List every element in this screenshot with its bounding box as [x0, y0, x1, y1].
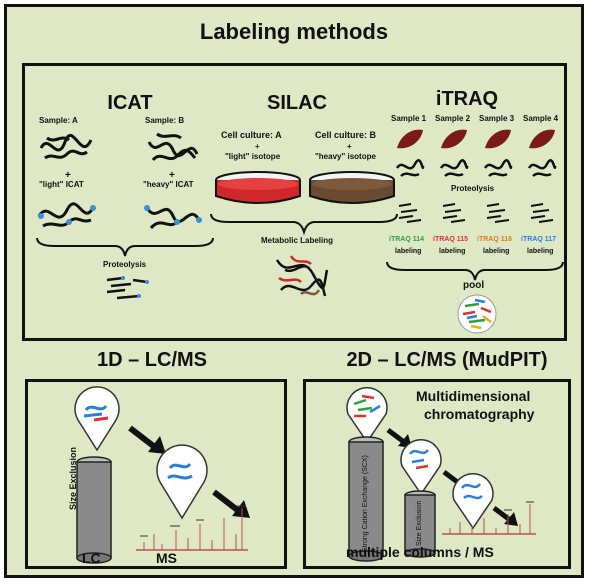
lc2d-title: 2D – LC/MS (MudPIT): [346, 349, 548, 371]
icat-plus-b: +: [169, 170, 175, 181]
itraq-labeling-3: labeling: [483, 248, 510, 255]
itraq-sample-1: Sample 1: [391, 114, 427, 123]
lc1d-ms-spectrum: [136, 505, 248, 551]
itraq-tag-115: iTRAQ 115: [433, 236, 469, 243]
icat-brace: [36, 237, 214, 257]
itraq-proteins-2: [439, 159, 469, 177]
silac-culture-a: Cell culture: A: [221, 130, 282, 140]
itraq-sample-2: Sample 2: [435, 114, 471, 123]
icat-protein-a: [39, 133, 93, 160]
lc2d-heading-line2: chromatography: [424, 406, 535, 422]
lc1d-arrow-2: [212, 489, 250, 518]
silac-dish-light: [215, 171, 301, 204]
itraq-pooled-peptides: [457, 294, 497, 334]
lc2d-pin-bubble-2: [400, 439, 442, 496]
lc2d-column-scx: [348, 436, 384, 562]
icat-sample-b: Sample: B: [145, 116, 185, 125]
icat-heavy-label: "heavy" ICAT: [143, 180, 194, 189]
icat-protein-b: [147, 132, 199, 162]
itraq-labeling-2: labeling: [439, 248, 466, 255]
itraq-peptides-4: [530, 203, 554, 223]
icat-sample-a: Sample: A: [39, 116, 78, 125]
silac-title: SILAC: [267, 92, 327, 114]
lc1d-arrow-1: [128, 425, 166, 454]
icat-labeled-protein-a: [37, 202, 96, 228]
lc1d-ms-label: MS: [156, 550, 177, 566]
silac-brace: [210, 213, 398, 236]
itraq-peptides-1: [398, 203, 422, 223]
lc1d-pin-bubble: [74, 386, 120, 452]
silac-metabolic-label: Metabolic Labeling: [261, 236, 334, 245]
silac-mixed-proteins: [275, 255, 329, 297]
itraq-sample-4: Sample 4: [523, 114, 559, 123]
itraq-tissue-4: [529, 129, 555, 149]
icat-proteolysis-label: Proteolysis: [103, 260, 147, 269]
silac-plus-b: +: [347, 142, 352, 151]
itraq-tissue-3: [485, 129, 511, 149]
itraq-brace: [386, 261, 564, 281]
lc2d-heading-line1: Multidimensional: [416, 388, 531, 404]
itraq-pool-label: pool: [463, 280, 485, 291]
icat-light-label: "light" ICAT: [39, 180, 84, 189]
lc1d-panel: Size Exclusion LC MS: [25, 379, 287, 569]
lc1d-column-label: Size Exclusion: [68, 446, 78, 510]
itraq-peptides-3: [486, 203, 510, 223]
lc2d-column-size-label: Size Exclusion: [416, 500, 423, 546]
silac-heavy-label: "heavy" isotope: [315, 152, 376, 161]
lc2d-pin-bubble-1: [346, 387, 388, 444]
icat-labeled-protein-b: [144, 205, 202, 230]
lc2d-panel: Multidimensional chromatography Strong C…: [303, 379, 571, 569]
lc2d-column-size: [404, 490, 436, 558]
lc2d-footer-label: multiple columns / MS: [346, 544, 494, 560]
itraq-labeling-4: labeling: [527, 248, 554, 255]
itraq-labeling-1: labeling: [395, 248, 422, 255]
silac-culture-b: Cell culture: B: [315, 130, 377, 140]
itraq-peptides-2: [442, 203, 466, 223]
icat-title: ICAT: [107, 92, 153, 114]
figure-title: Labeling methods: [199, 19, 389, 44]
lc2d-column-scx-label: Strong Cation Exchange (SCX): [362, 455, 369, 552]
lc1d-lc-label: LC: [82, 550, 101, 566]
lc1d-pin-bubble-2: [156, 444, 208, 520]
lc2d-ms-spectrum: [442, 501, 536, 535]
itraq-sample-3: Sample 3: [479, 114, 515, 123]
labeling-panel: ICAT Sample: A Sample: B + + "light" ICA…: [22, 63, 567, 341]
silac-plus-a: +: [255, 142, 260, 151]
lc2d-pin-bubble-3: [452, 473, 494, 530]
lc1d-title: 1D – LC/MS: [96, 349, 208, 371]
itraq-proteolysis-label: Proteolysis: [451, 184, 495, 193]
itraq-tissue-2: [441, 129, 467, 149]
itraq-tissue-1: [397, 129, 423, 149]
itraq-proteins-3: [483, 159, 513, 177]
silac-light-label: "light" isotope: [225, 152, 281, 161]
itraq-tag-114: iTRAQ 114: [389, 236, 425, 243]
icat-peptides: [106, 276, 149, 300]
icat-plus-a: +: [65, 170, 71, 181]
lc1d-column: [76, 456, 112, 564]
itraq-title: iTRAQ: [435, 88, 499, 110]
figure-frame: Labeling methods ICAT Sample: A Sample: …: [4, 4, 584, 578]
itraq-proteins-4: [527, 159, 557, 177]
itraq-tag-117: iTRAQ 117: [521, 236, 557, 243]
itraq-proteins-1: [395, 159, 425, 177]
itraq-tag-116: iTRAQ 116: [477, 236, 513, 243]
silac-dish-heavy: [309, 171, 395, 204]
